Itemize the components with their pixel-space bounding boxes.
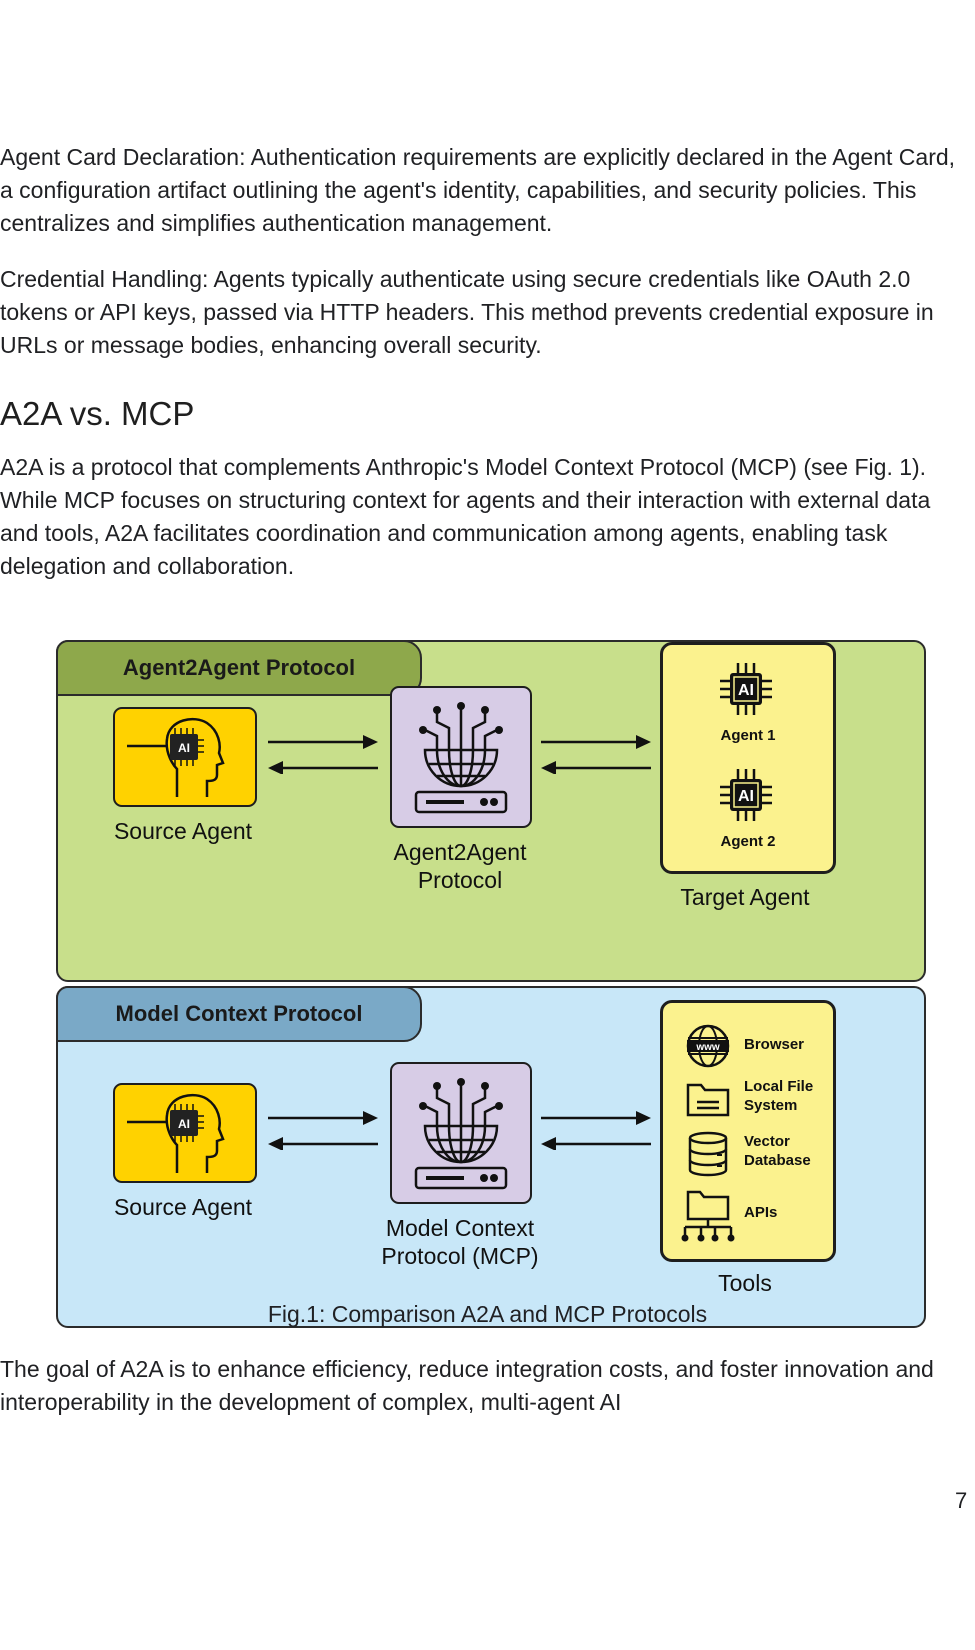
agent-card-paragraph: Agent Card Declaration: Authentication r… <box>0 144 956 236</box>
a2a-protocol-box <box>390 686 532 828</box>
bidirectional-arrows-icon <box>541 735 651 774</box>
ai-chip-icon: AI <box>720 769 772 821</box>
mcp-protocol-label-line1: Model Context <box>385 1215 535 1241</box>
network-server-icon <box>414 1078 508 1190</box>
ai-chip-text: AI <box>178 1117 190 1131</box>
mcp-protocol-label-line2: Protocol (MCP) <box>381 1243 539 1269</box>
a2a-intro-paragraph: A2A is a protocol that complements Anthr… <box>0 454 931 579</box>
source-agent-label: Source Agent <box>113 1194 253 1220</box>
target-agent-box: AI Agent 1 AI Age <box>660 642 836 874</box>
target-agent-label: Target Agent <box>680 884 810 910</box>
local-file-system-label: Local File System <box>744 1077 813 1115</box>
ai-head-icon: AI <box>127 718 225 797</box>
agent-2-label: Agent 2 <box>720 833 776 850</box>
agent-1-label: Agent 1 <box>720 727 776 744</box>
bidirectional-arrows-icon <box>541 1111 651 1150</box>
bidirectional-arrows-icon <box>268 1111 378 1150</box>
vector-database-label: Vector Database <box>744 1132 811 1170</box>
a2a-panel-title: Agent2Agent Protocol <box>56 640 422 696</box>
ai-chip-icon: AI <box>720 663 772 715</box>
page-number: 7 <box>955 1488 968 1513</box>
figure-caption: Fig.1: Comparison A2A and MCP Protocols <box>267 1301 708 1327</box>
bidirectional-arrows-icon <box>268 735 378 774</box>
browser-label: Browser <box>744 1036 805 1053</box>
a2a-protocol-label-line1: Agent2Agent <box>393 839 527 865</box>
local-file-label-line1: Local File <box>744 1078 814 1095</box>
source-agent-box: AI <box>113 1083 257 1183</box>
credential-handling-paragraph: Credential Handling: Agents typically au… <box>0 266 934 358</box>
a2a-panel: Agent2Agent Protocol AI Source Agent <box>56 640 926 982</box>
tools-label: Tools <box>718 1270 772 1296</box>
apis-label: APIs <box>744 1204 778 1221</box>
folder-icon <box>686 1083 730 1117</box>
ai-chip-text: AI <box>738 788 754 805</box>
ai-chip-text: AI <box>738 682 754 699</box>
a2a-protocol-label: Agent2Agent Protocol <box>360 838 560 894</box>
mcp-protocol-label: Model Context Protocol (MCP) <box>355 1214 565 1270</box>
vector-label-line2: Database <box>744 1152 811 1169</box>
network-server-icon <box>414 702 508 814</box>
www-text: www <box>695 1042 720 1053</box>
source-agent-box: AI <box>113 707 257 807</box>
mcp-panel-title: Model Context Protocol <box>56 986 422 1042</box>
goal-paragraph: The goal of A2A is to enhance efficiency… <box>0 1356 934 1415</box>
tools-box: www Browser Local File System <box>660 1000 836 1262</box>
ai-head-icon: AI <box>127 1094 225 1173</box>
local-file-label-line2: System <box>744 1097 798 1114</box>
mcp-protocol-box <box>390 1062 532 1204</box>
vector-label-line1: Vector <box>744 1133 790 1150</box>
mcp-panel: Model Context Protocol AI Source Agent <box>56 986 926 1328</box>
www-globe-icon: www <box>686 1024 730 1068</box>
api-network-icon <box>681 1190 735 1242</box>
a2a-protocol-label-line2: Protocol <box>417 867 503 893</box>
ai-chip-text: AI <box>178 741 190 755</box>
section-heading: A2A vs. MCP <box>0 395 195 432</box>
source-agent-label: Source Agent <box>113 818 253 844</box>
database-icon <box>688 1131 728 1177</box>
